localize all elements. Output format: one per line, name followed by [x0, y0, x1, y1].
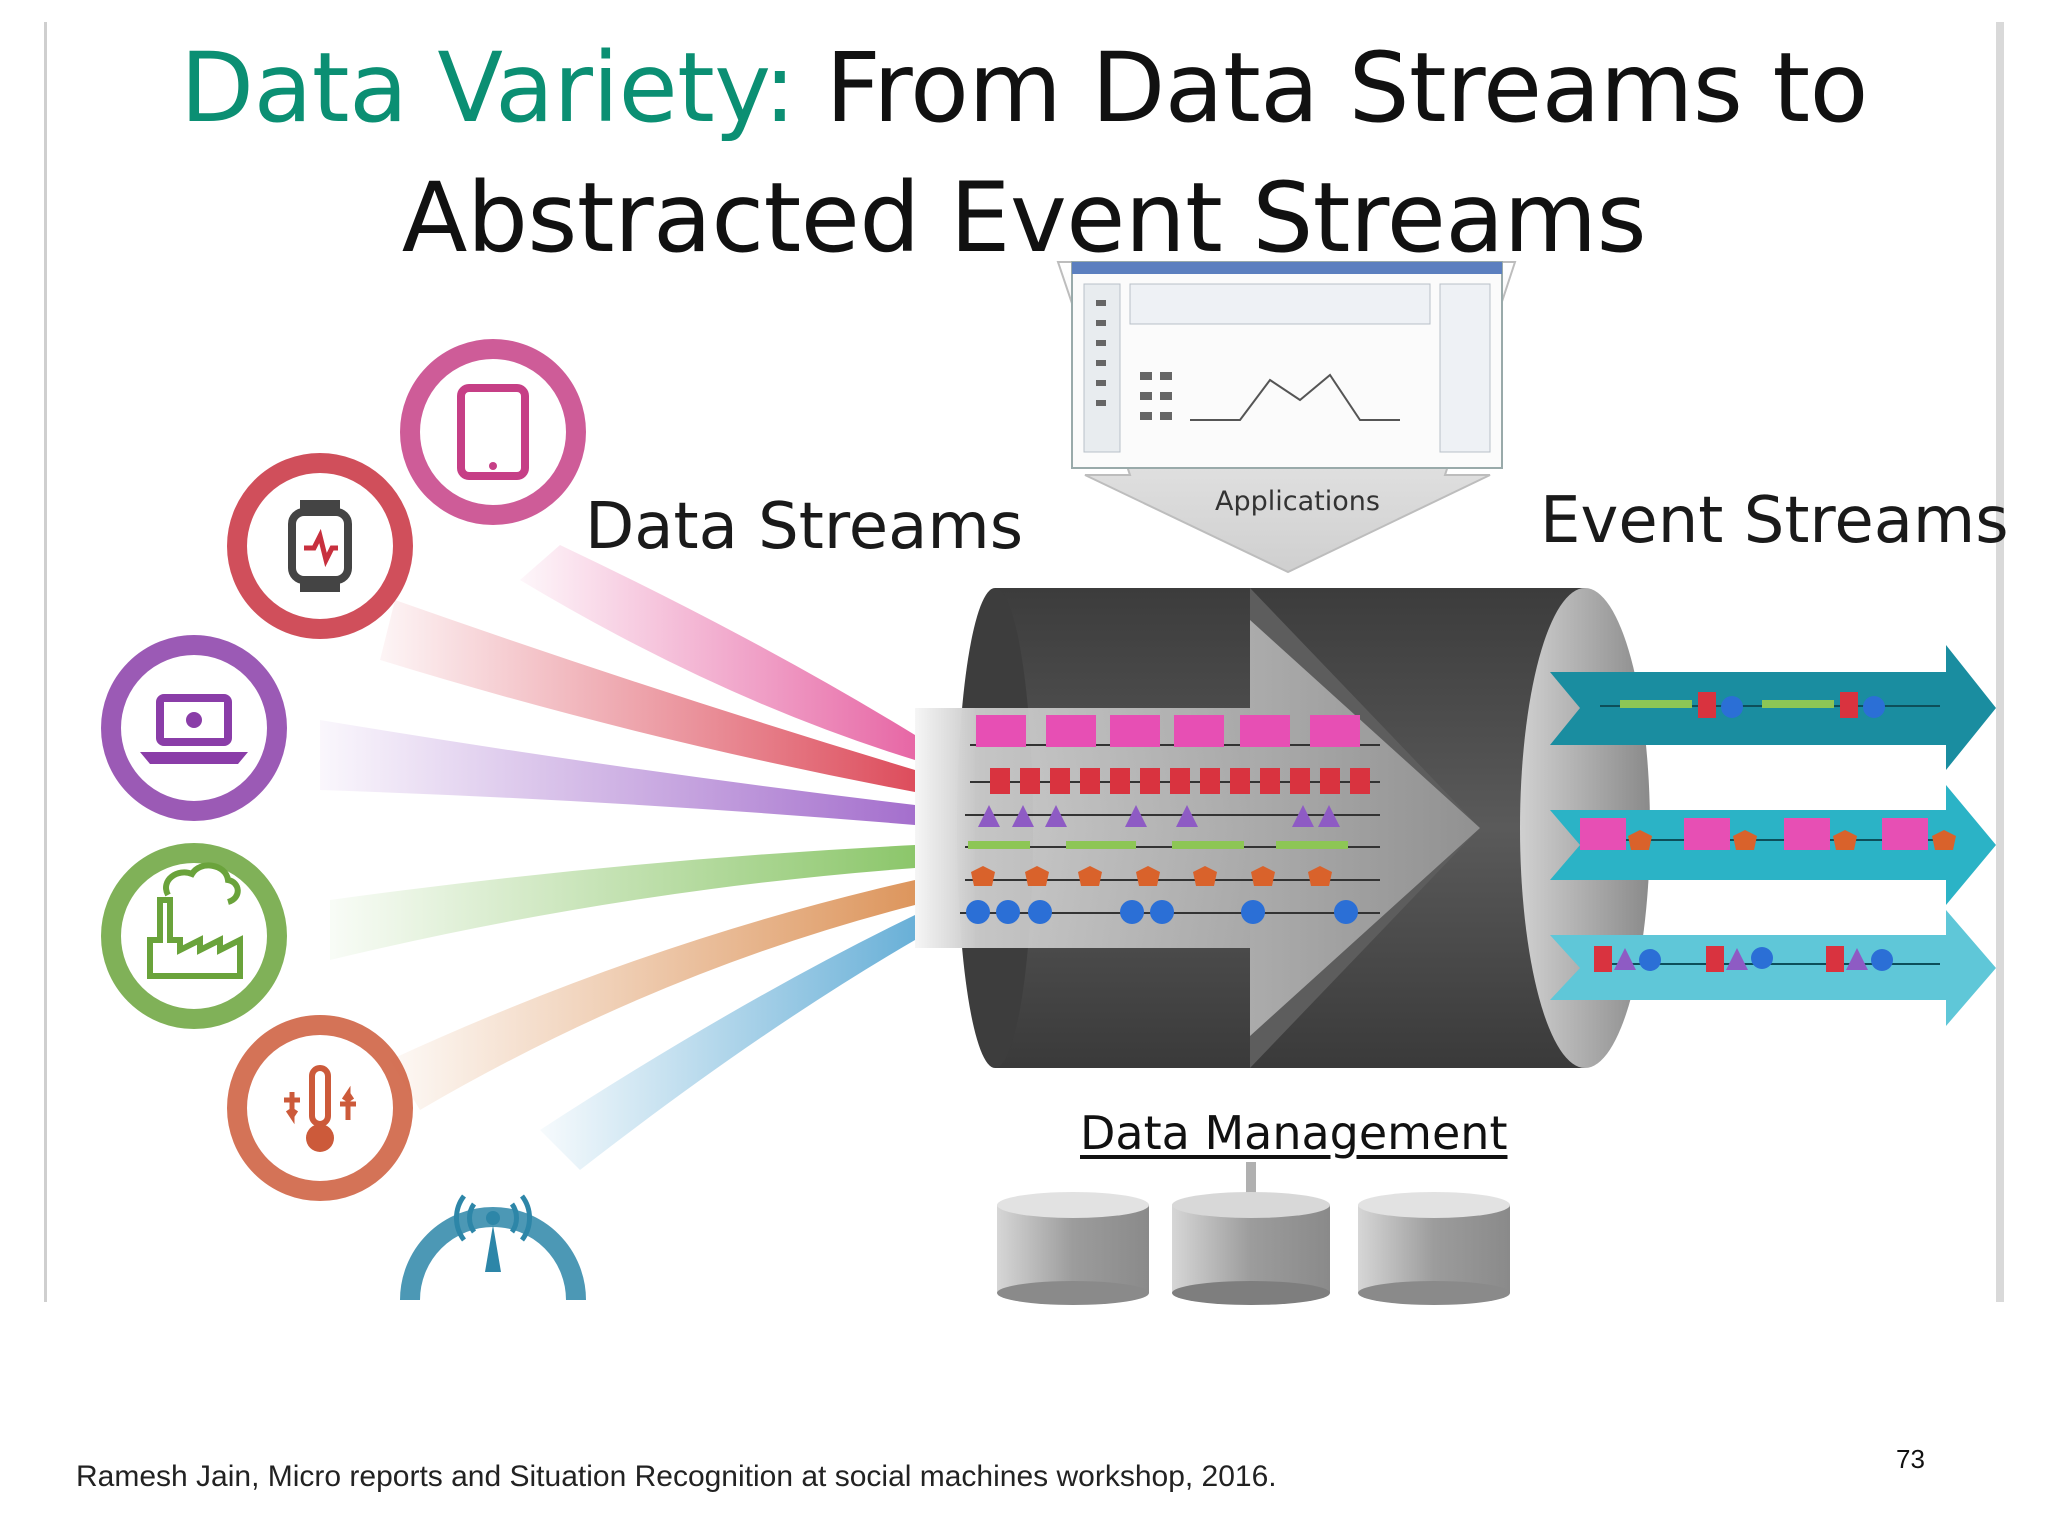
pipe-stream-blue-dots: [966, 900, 1358, 924]
applications-label: Applications: [1215, 486, 1380, 517]
pipe-stream-green-bars: [968, 841, 1348, 849]
database-cylinder-center: [1172, 1192, 1330, 1305]
page-number: 73: [1896, 1444, 1925, 1474]
pipe-stream-pink-blocks: [976, 715, 1360, 747]
laptop-icon: [101, 635, 287, 821]
processing-pipe: [915, 588, 1650, 1068]
antenna-icon: [400, 1194, 586, 1301]
event-streams-label: Event Streams: [1540, 484, 2009, 558]
pipe-stream-red-squares: [990, 768, 1370, 794]
data-streams-label: Data Streams: [585, 490, 1024, 564]
factory-icon: [101, 843, 287, 1029]
slide-title-line-2: Abstracted Event Streams: [401, 162, 1647, 274]
applications-arrow: [1056, 261, 1517, 574]
database-cylinder-left: [997, 1192, 1149, 1305]
pipe-stream-purple-triangles: [978, 805, 1340, 827]
citation: Ramesh Jain, Micro reports and Situation…: [76, 1460, 1277, 1493]
event-stream-arrow-3: [1550, 910, 1996, 1026]
data-stream-beams: [320, 545, 915, 1170]
left-frame-line: [44, 22, 47, 1302]
event-stream-arrow-1: [1550, 645, 1996, 770]
event-stream-arrow-2: [1550, 785, 1996, 905]
data-management-storage: [997, 1162, 1510, 1305]
tablet-icon: [400, 339, 586, 525]
smartwatch-icon: [227, 453, 413, 639]
thermometer-icon: [227, 1015, 413, 1201]
slide-title-line-1: Data Variety: From Data Streams to: [0, 28, 2048, 148]
data-management-label: Data Management: [1080, 1106, 1508, 1160]
right-frame-line: [1996, 22, 2004, 1302]
title-accent: Data Variety:: [180, 32, 796, 144]
pipe-stream-orange-pentagons: [971, 866, 1332, 886]
database-cylinder-right: [1358, 1192, 1510, 1305]
title-line1-rest: From Data Streams to: [795, 32, 1868, 144]
